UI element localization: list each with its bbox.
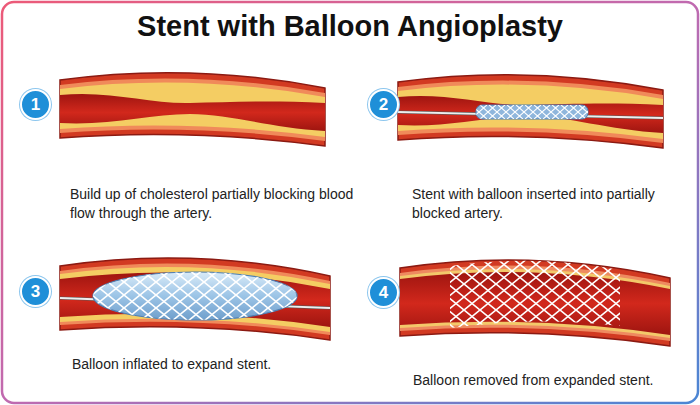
artery-lumen bbox=[60, 94, 325, 131]
caption-text: Balloon inflated to expand stent. bbox=[72, 355, 364, 374]
caption-text: Balloon removed from expanded stent. bbox=[413, 371, 698, 390]
artery-panel bbox=[60, 258, 330, 340]
cholesterol-plaque bbox=[398, 85, 663, 139]
artery-lumen bbox=[60, 272, 330, 327]
callout-circle: 2 bbox=[368, 89, 399, 120]
expanded-stent bbox=[450, 261, 620, 328]
artery-panel bbox=[400, 260, 670, 346]
inflated-balloon bbox=[93, 272, 297, 320]
callout-number: 3 bbox=[31, 282, 40, 302]
artery-inner-wall bbox=[398, 81, 663, 143]
caption-text: Build up of cholesterol partially blocki… bbox=[70, 185, 362, 223]
diagram-title: Stent with Balloon Angioplasty bbox=[0, 10, 700, 43]
cholesterol-plaque bbox=[60, 83, 325, 137]
stent-mesh bbox=[93, 272, 297, 320]
artery-wall bbox=[60, 73, 325, 146]
callout-number: 4 bbox=[379, 283, 388, 303]
artery-panel bbox=[60, 73, 325, 146]
caption-text: Stent with balloon inserted into partial… bbox=[412, 185, 684, 223]
artery-panel bbox=[398, 75, 663, 148]
callout-circle: 3 bbox=[20, 276, 51, 307]
artery-wall bbox=[398, 75, 663, 148]
callout-number: 1 bbox=[31, 95, 40, 115]
artery-wall bbox=[60, 258, 330, 340]
callout-circle: 1 bbox=[20, 89, 51, 120]
artery-inner-wall bbox=[60, 263, 330, 335]
artery-inner-wall bbox=[60, 79, 325, 141]
deflated-stent bbox=[476, 105, 588, 119]
callout-circle: 4 bbox=[368, 277, 399, 308]
artery-wall bbox=[400, 260, 670, 346]
stent-mesh bbox=[476, 105, 588, 119]
cholesterol-plaque bbox=[60, 267, 330, 332]
artery-lumen bbox=[398, 96, 663, 133]
callout-number: 2 bbox=[379, 95, 388, 115]
